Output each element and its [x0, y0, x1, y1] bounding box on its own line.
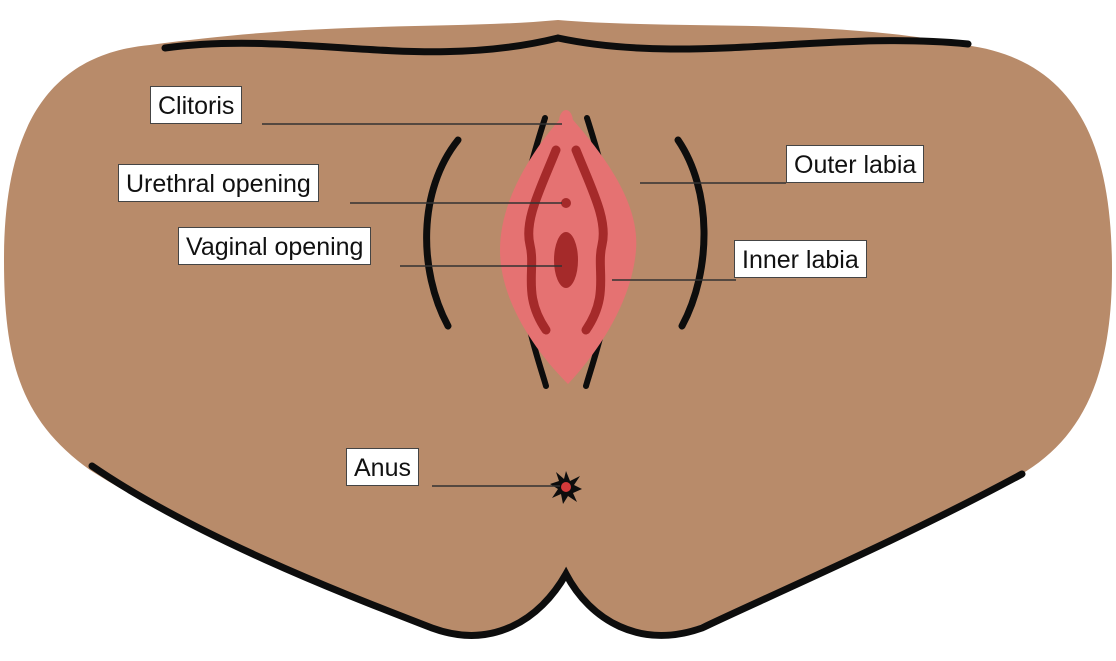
vaginal-opening-shape: [554, 232, 578, 288]
label-vaginal-opening: Vaginal opening: [178, 227, 371, 265]
label-outer-labia: Outer labia: [786, 145, 924, 183]
clitoris-shape: [559, 110, 573, 134]
label-urethral-opening: Urethral opening: [118, 164, 319, 202]
label-anus: Anus: [346, 448, 419, 486]
label-clitoris: Clitoris: [150, 86, 242, 124]
label-inner-labia: Inner labia: [734, 240, 867, 278]
urethral-opening-dot: [561, 198, 571, 208]
